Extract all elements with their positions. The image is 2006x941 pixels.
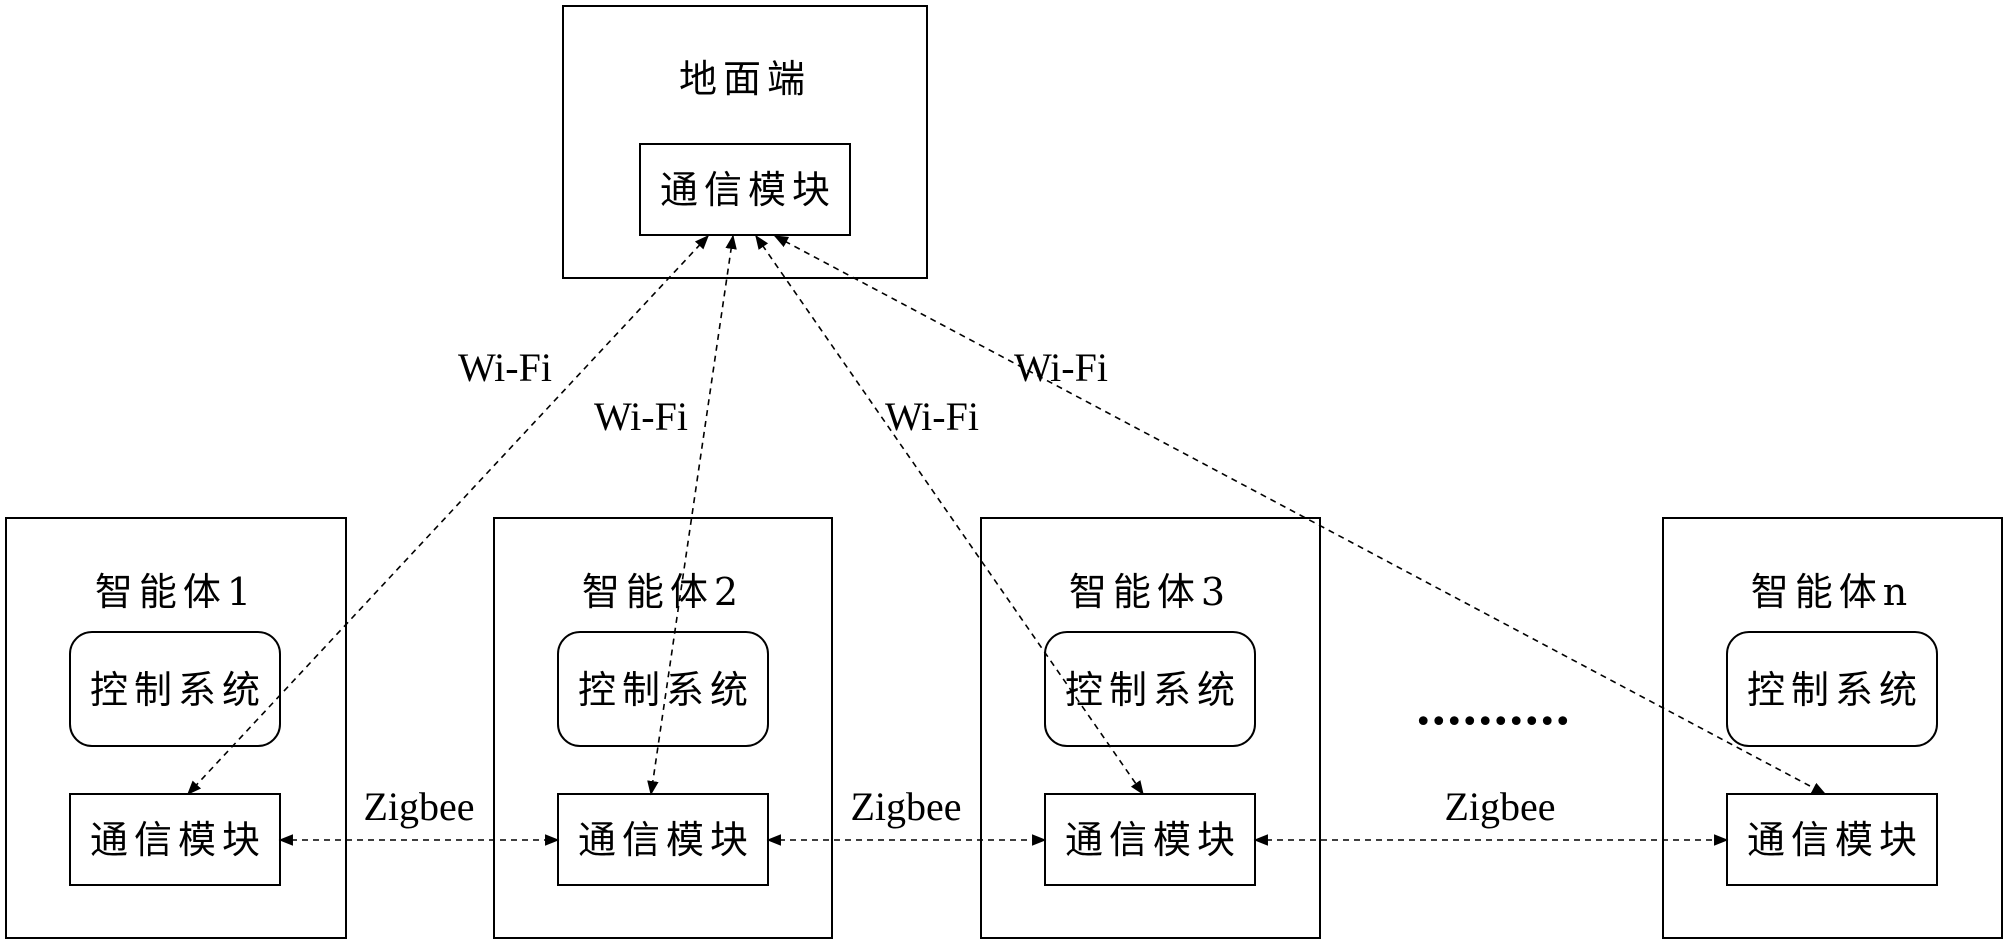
agent-n-title: 智能体n (1751, 570, 1913, 614)
agent-2-comm-module (557, 793, 769, 886)
ground-station-box (562, 5, 928, 279)
ground-station: 地面端 通信模块 (562, 5, 928, 279)
agent-n: 智能体n 控制系统 通信模块 (1662, 517, 2003, 939)
agent-n-comm-label: 通信模块 (1747, 818, 1923, 862)
agent-3: 智能体3 控制系统 通信模块 (980, 517, 1321, 939)
agent-2: 智能体2 控制系统 通信模块 (493, 517, 833, 939)
wifi-label-2: Wi-Fi (594, 394, 688, 439)
more-agents-ellipsis: .......... (1417, 676, 1572, 736)
agent-1-comm-label: 通信模块 (90, 818, 266, 862)
agent-3-comm-label: 通信模块 (1065, 818, 1241, 862)
agent-3-control-label: 控制系统 (1065, 668, 1241, 712)
wifi-link-agent-n (773, 235, 1827, 795)
ground-comm-module-box (639, 143, 851, 236)
wifi-label-3: Wi-Fi (885, 394, 979, 439)
agent-1: 智能体1 控制系统 通信模块 (5, 517, 347, 939)
agent-2-comm-label: 通信模块 (578, 818, 754, 862)
zigbee-label-3: Zigbee (1444, 784, 1555, 829)
wifi-link-agent-2 (647, 234, 737, 796)
agent-1-title: 智能体1 (95, 570, 257, 614)
agent-1-control-label: 控制系统 (90, 668, 266, 712)
wifi-label-4: Wi-Fi (1014, 345, 1108, 390)
zigbee-label-2: Zigbee (850, 784, 961, 829)
agent-2-control-label: 控制系统 (578, 668, 754, 712)
agent-n-control-label: 控制系统 (1747, 668, 1923, 712)
zigbee-label-1: Zigbee (363, 784, 474, 829)
ground-station-title: 地面端 (679, 57, 811, 101)
agent-n-comm-module (1726, 793, 1938, 886)
agent-2-title: 智能体2 (582, 570, 744, 614)
ground-comm-module-label: 通信模块 (660, 168, 836, 212)
wifi-links: Wi-Fi Wi-Fi Wi-Fi Wi-Fi (187, 234, 1827, 796)
agent-3-title: 智能体3 (1069, 570, 1231, 614)
zigbee-links: Zigbee Zigbee Zigbee (278, 784, 1729, 846)
agent-1-comm-module (69, 793, 281, 886)
wifi-label-1: Wi-Fi (458, 345, 552, 390)
